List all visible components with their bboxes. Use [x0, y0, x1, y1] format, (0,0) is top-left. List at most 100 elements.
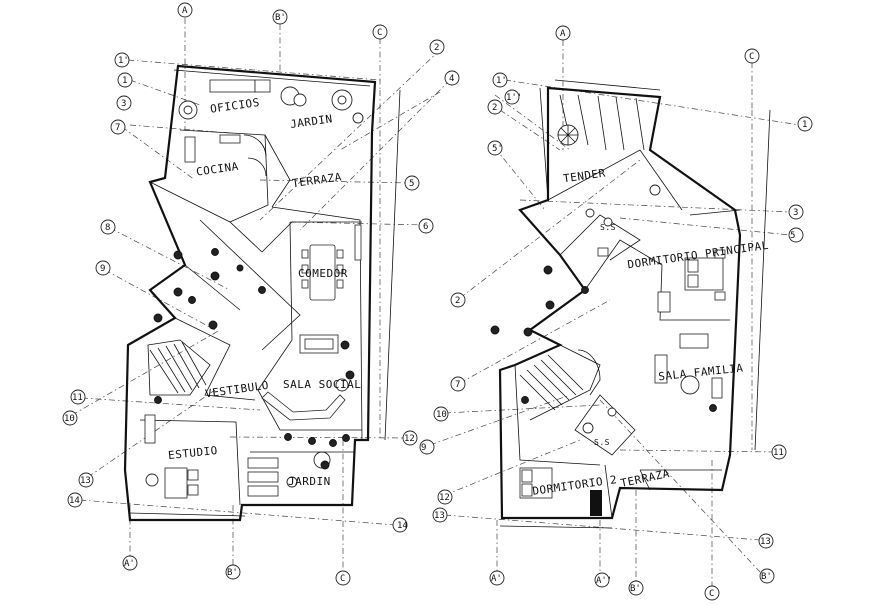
axis-marker: B'	[225, 564, 241, 580]
axis-marker: 4	[444, 70, 460, 86]
svg-text:9: 9	[421, 443, 426, 453]
axis-marker: 5	[788, 227, 804, 243]
svg-text:12: 12	[404, 434, 415, 444]
room-labels-right: TENDER S.S DORMITORIO PRINCIPAL SALA FAM…	[532, 166, 770, 497]
axis-marker: 5'	[487, 140, 503, 156]
axis-marker: 13	[758, 533, 774, 549]
room-label-tender: TENDER	[562, 166, 606, 185]
svg-text:A': A'	[124, 559, 135, 569]
svg-text:B': B'	[275, 13, 286, 23]
room-label-vestibulo: VESTIBULO	[204, 379, 269, 401]
axis-marker: 3	[788, 204, 804, 220]
svg-text:C: C	[749, 52, 754, 62]
svg-text:14: 14	[69, 496, 80, 506]
axis-marker: C	[372, 24, 388, 40]
room-label-sala-familia: SALA FAMILIA	[658, 361, 744, 383]
svg-text:3: 3	[121, 99, 126, 109]
study-furniture	[144, 414, 199, 499]
svg-text:2: 2	[434, 43, 439, 53]
svg-text:12: 12	[439, 493, 450, 503]
svg-text:7: 7	[455, 380, 460, 390]
axis-marker: 14	[392, 517, 408, 533]
room-label-oficios: OFICIOS	[209, 96, 260, 116]
bathroom-fixtures	[582, 184, 661, 434]
svg-text:2: 2	[455, 296, 460, 306]
axis-marker: 10	[433, 406, 449, 422]
svg-text:1: 1	[802, 120, 807, 130]
svg-text:5: 5	[790, 231, 795, 241]
living-furniture	[261, 334, 349, 421]
svg-text:11: 11	[72, 393, 83, 403]
svg-text:13: 13	[760, 537, 771, 547]
axis-marker: 1	[797, 116, 813, 132]
svg-text:C: C	[377, 28, 382, 38]
axis-marker: 13	[432, 507, 448, 523]
axis-marker: 2	[450, 292, 466, 308]
svg-text:B': B'	[630, 584, 641, 594]
axis-marker: 14	[67, 492, 83, 508]
axis-marker: A'	[489, 570, 505, 586]
spiral-stair	[557, 124, 579, 146]
axis-marker: 5	[404, 175, 420, 191]
axis-marker: 7	[110, 119, 126, 135]
svg-text:B': B'	[227, 568, 238, 578]
axis-marker: B'	[759, 568, 775, 584]
svg-text:5: 5	[409, 179, 414, 189]
axis-marker: 12	[437, 489, 453, 505]
svg-text:A: A	[560, 29, 566, 39]
svg-text:5': 5'	[492, 144, 503, 154]
dimension-lines-right	[499, 79, 771, 529]
room-label-cocina: COCINA	[195, 160, 239, 179]
svg-text:4: 4	[449, 74, 454, 84]
svg-text:A': A'	[491, 574, 502, 584]
axis-marker: A	[555, 25, 571, 41]
axis-marker: B'	[628, 580, 644, 596]
svg-text:13: 13	[434, 511, 445, 521]
axis-marker: 9	[95, 260, 111, 276]
family-room-furniture	[654, 333, 723, 399]
axis-marker: 3	[116, 95, 132, 111]
plants-right	[490, 265, 717, 412]
axis-markers-left: A B' C 1' 1 2 3 4 5 6 7 8 9 10 11 12 13 …	[62, 2, 460, 586]
axis-marker: C	[335, 570, 351, 586]
axis-marker: 1'	[114, 52, 130, 68]
upper-floor-plan: TENDER S.S DORMITORIO PRINCIPAL SALA FAM…	[419, 25, 813, 601]
garden-steps	[247, 451, 331, 497]
axis-marker: 11	[771, 444, 787, 460]
svg-text:C: C	[340, 574, 345, 584]
axis-marker: 1''	[504, 89, 522, 105]
axis-marker: 7	[450, 376, 466, 392]
svg-text:10: 10	[436, 410, 447, 420]
svg-text:1': 1'	[118, 56, 129, 66]
axis-marker: A''	[594, 572, 612, 588]
axis-marker: 12	[402, 430, 418, 446]
svg-text:B': B'	[761, 572, 772, 582]
svg-text:A'': A''	[596, 576, 612, 586]
room-label-comedor: COMEDOR	[298, 267, 348, 280]
bedroom-furniture	[519, 249, 726, 516]
svg-text:9: 9	[100, 264, 105, 274]
room-label-ss-1: S.S	[600, 223, 616, 232]
grid-lines-left	[71, 18, 451, 575]
axis-marker: 13	[78, 472, 94, 488]
walls-left	[123, 64, 377, 522]
svg-text:1'': 1''	[506, 93, 522, 103]
ground-floor-plan: OFICIOS JARDIN COCINA TERRAZA COMEDOR SA…	[62, 2, 460, 586]
room-label-jardin-2: JARDIN	[288, 475, 331, 488]
room-label-jardin: JARDIN	[289, 112, 333, 131]
svg-text:7: 7	[115, 123, 120, 133]
axis-marker: 9	[419, 439, 435, 455]
svg-text:11: 11	[773, 448, 784, 458]
svg-text:A: A	[182, 6, 188, 16]
svg-text:C: C	[709, 589, 714, 599]
axis-markers-right: A C 1' 1'' 1 2 3 5 5' 2 7 10 9 11 12 13 …	[419, 25, 813, 601]
svg-text:14: 14	[397, 521, 408, 531]
room-label-ss-2: S.S	[594, 438, 610, 447]
svg-text:6: 6	[423, 222, 428, 232]
svg-text:1: 1	[122, 76, 127, 86]
axis-marker: A'	[122, 555, 138, 571]
svg-text:8: 8	[105, 223, 110, 233]
axis-marker: 8	[100, 219, 116, 235]
svg-text:1': 1'	[496, 76, 507, 86]
svg-text:2: 2	[492, 103, 497, 113]
